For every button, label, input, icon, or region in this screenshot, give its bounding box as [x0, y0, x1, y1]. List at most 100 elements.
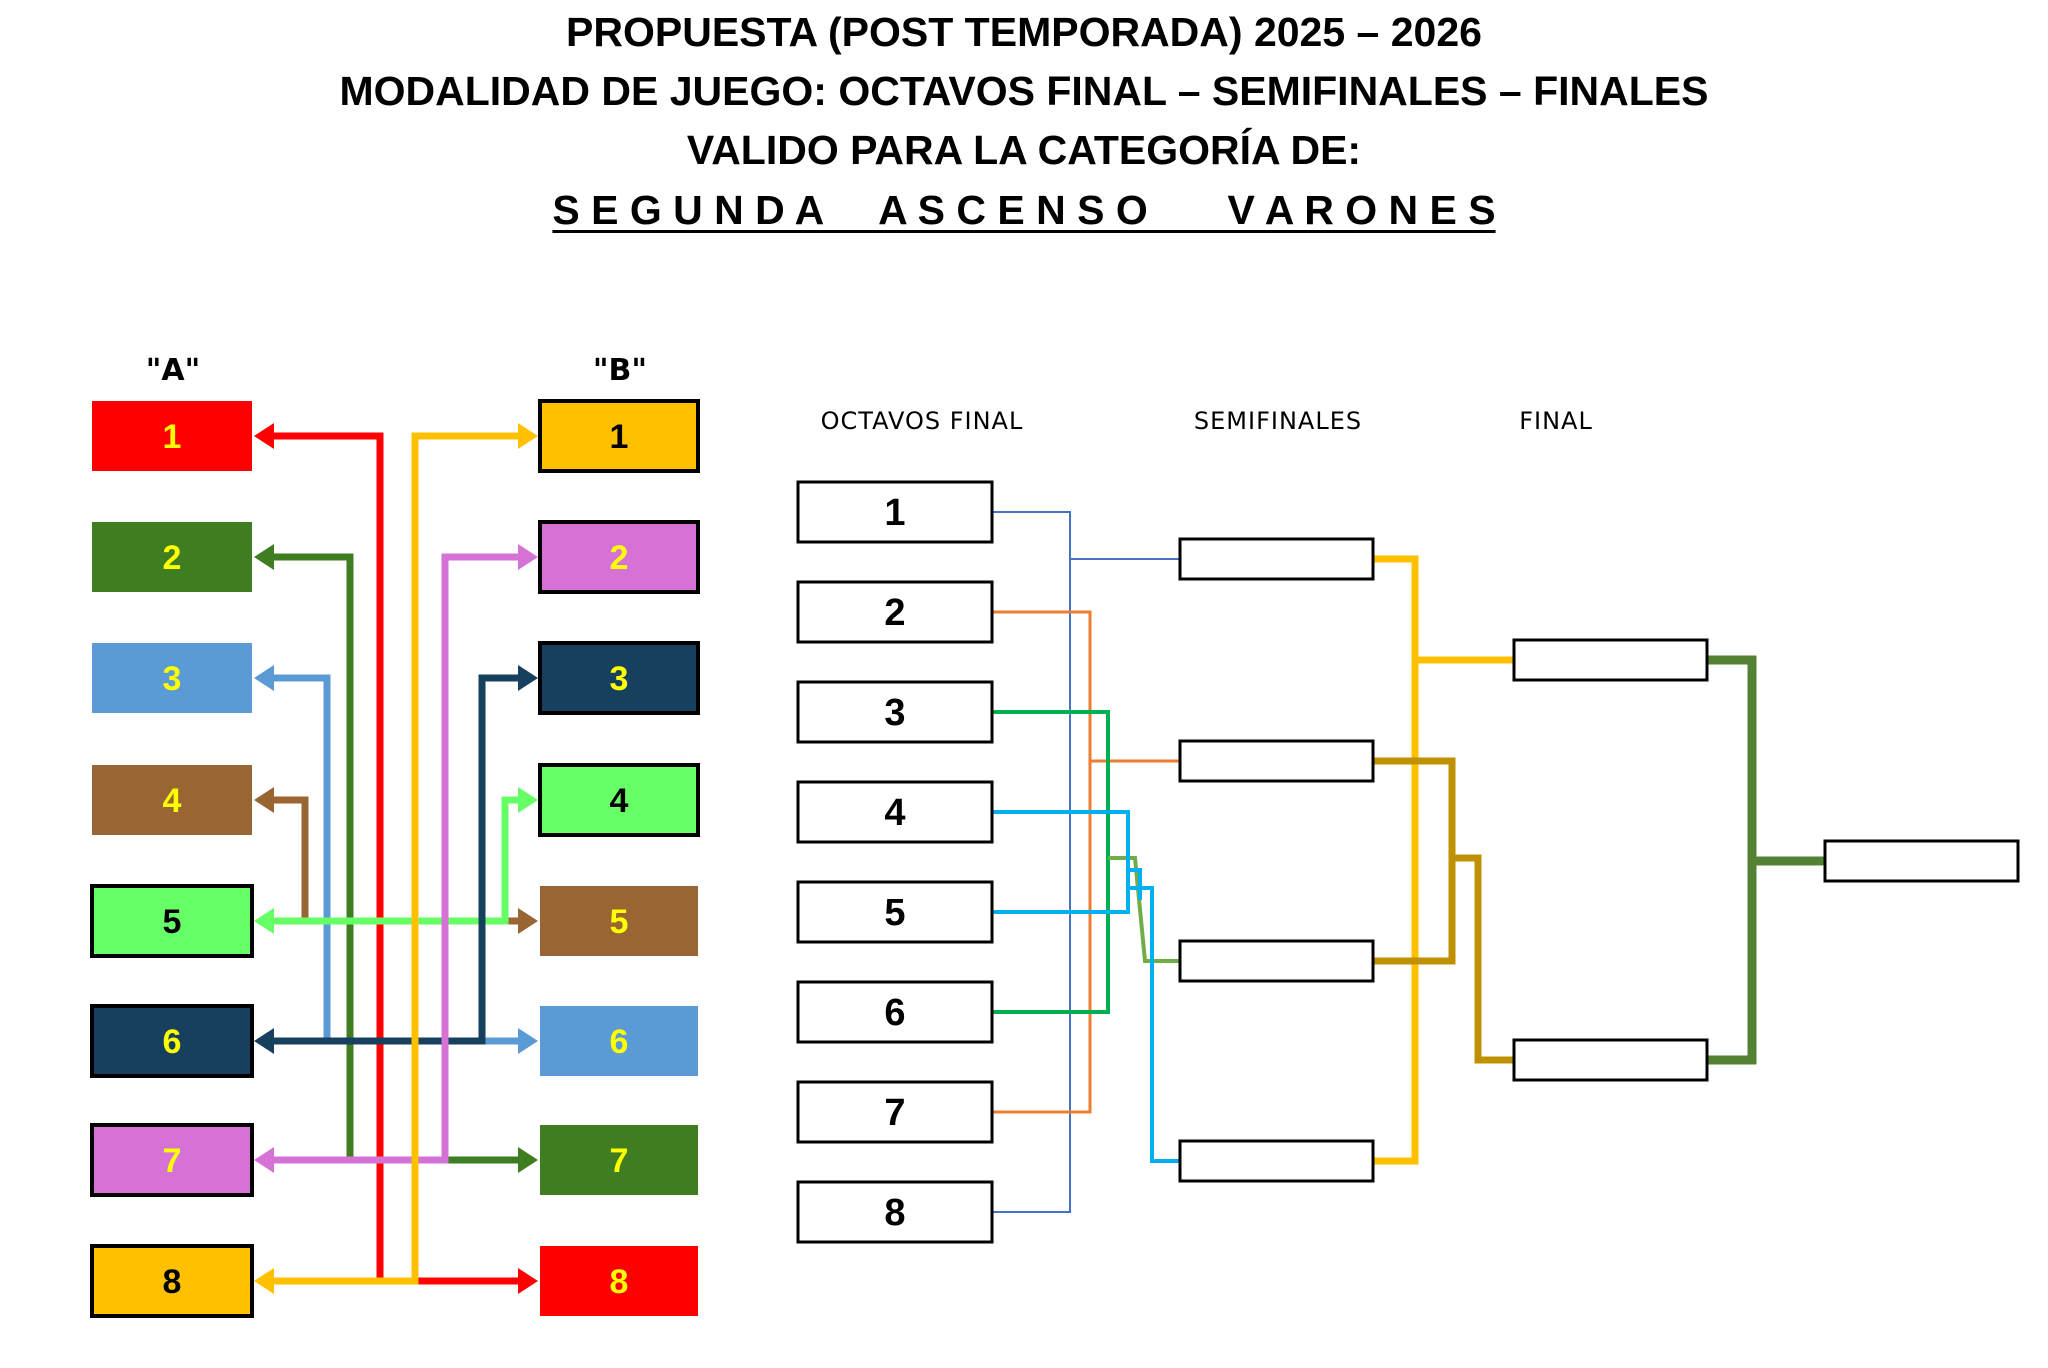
to-final-2 — [1452, 854, 1514, 1064]
group-b-label: "B" — [593, 353, 647, 388]
semifinal-slot-4 — [1178, 1139, 1375, 1183]
octavos-number: 5 — [884, 892, 905, 934]
connector-2-7 — [992, 610, 1092, 1114]
team-number: 1 — [163, 418, 182, 456]
team-box-fill — [92, 401, 252, 471]
team-box-fill — [540, 1006, 698, 1076]
team-box-fill — [538, 520, 700, 594]
group-a-team-8: 8 — [90, 1244, 254, 1318]
group-a-team-1: 1 — [92, 401, 252, 471]
pairing-line — [270, 432, 522, 1285]
octavos-box — [796, 1180, 994, 1244]
connector-4-5 — [992, 810, 1130, 914]
team-box-fill — [90, 1123, 254, 1197]
group-a-team-4: 4 — [92, 765, 252, 835]
connector-3-6 — [992, 710, 1110, 1014]
arrow-left-icon — [254, 787, 274, 813]
octavos-number: 8 — [884, 1192, 905, 1234]
final-slot-1 — [1512, 638, 1709, 682]
team-number: 8 — [610, 1263, 629, 1301]
octavos-slot-2: 2 — [796, 580, 994, 644]
arrow-left-icon — [254, 908, 274, 934]
team-number: 2 — [163, 539, 182, 577]
group-b-team-5: 5 — [540, 886, 698, 956]
arrow-left-icon — [254, 1028, 274, 1054]
octavos-box — [796, 580, 994, 644]
category-name: S E G U N D A A S C E N S O V A R O N E … — [552, 187, 1496, 233]
semifinal-slot-1 — [1178, 537, 1375, 581]
group-a-team-3: 3 — [92, 643, 252, 713]
arrow-right-icon — [518, 1028, 538, 1054]
semi-connector-1-4 — [1373, 555, 1419, 1165]
octavos-number: 4 — [884, 792, 905, 834]
pairing-line — [270, 796, 522, 925]
team-number: 3 — [163, 660, 182, 698]
group-a-team-2: 2 — [92, 522, 252, 592]
team-box-fill — [92, 522, 252, 592]
octavos-box — [796, 880, 994, 944]
team-number: 4 — [163, 782, 182, 820]
round-label-final: FINAL — [1519, 407, 1593, 435]
team-box-fill — [92, 643, 252, 713]
team-box-fill — [90, 1244, 254, 1318]
team-number: 3 — [610, 660, 629, 698]
team-box-fill — [90, 884, 254, 958]
round-label-semifinales: SEMIFINALES — [1194, 407, 1362, 435]
arrow-right-icon — [518, 665, 538, 691]
title-line-3: VALIDO PARA LA CATEGORÍA DE: — [686, 127, 1362, 173]
octavos-number: 2 — [884, 592, 905, 634]
octavos-box — [796, 480, 994, 544]
group-b-team-1: 1 — [538, 399, 700, 473]
group-a-label: "A" — [146, 353, 200, 388]
arrow-right-icon — [518, 544, 538, 570]
arrow-right-icon — [518, 787, 538, 813]
arrow-left-icon — [254, 423, 274, 449]
team-number: 4 — [610, 782, 629, 820]
arrow-left-icon — [254, 665, 274, 691]
arrow-right-icon — [518, 908, 538, 934]
arrow-left-icon — [254, 1147, 274, 1173]
octavos-number: 7 — [884, 1092, 905, 1134]
final-slot-2 — [1512, 1038, 1709, 1082]
team-number: 2 — [610, 539, 629, 577]
group-b-team-4: 4 — [538, 763, 700, 837]
connector-1-8 — [992, 511, 1071, 1213]
champion-slot — [1823, 839, 2020, 883]
arrow-right-icon — [518, 423, 538, 449]
team-number: 6 — [610, 1023, 629, 1061]
group-b-team-3: 3 — [538, 641, 700, 715]
team-number: 5 — [610, 903, 629, 941]
group-a-team-5: 5 — [90, 884, 254, 958]
group-b-team-6: 6 — [540, 1006, 698, 1076]
team-box-fill — [538, 641, 700, 715]
team-box-fill — [540, 886, 698, 956]
pairing-line — [270, 674, 522, 1045]
final-connector — [1707, 655, 1757, 1065]
semifinal-slot-2 — [1178, 739, 1375, 783]
team-box-fill — [538, 763, 700, 837]
pairing-line — [270, 432, 522, 1285]
octavos-number: 1 — [884, 492, 905, 534]
octavos-slot-1: 1 — [796, 480, 994, 544]
group-a-team-7: 7 — [90, 1123, 254, 1197]
octavos-number: 6 — [884, 992, 905, 1034]
group-b-team-7: 7 — [540, 1125, 698, 1195]
arrow-left-icon — [254, 1268, 274, 1294]
team-box-fill — [540, 1246, 698, 1316]
group-b-team-2: 2 — [538, 520, 700, 594]
octavos-box — [796, 680, 994, 744]
octavos-slot-4: 4 — [796, 780, 994, 844]
group-b-team-8: 8 — [540, 1246, 698, 1316]
connector-to-semi-4 — [1128, 886, 1180, 1163]
team-number: 1 — [610, 418, 629, 456]
pairing-lines — [254, 423, 538, 1294]
team-box-fill — [540, 1125, 698, 1195]
arrow-right-icon — [518, 1268, 538, 1294]
team-number: 8 — [163, 1263, 182, 1301]
octavos-slot-7: 7 — [796, 1080, 994, 1144]
octavos-box — [796, 980, 994, 1044]
semifinal-slot-3 — [1178, 939, 1375, 983]
connector-cross — [1128, 868, 1142, 900]
